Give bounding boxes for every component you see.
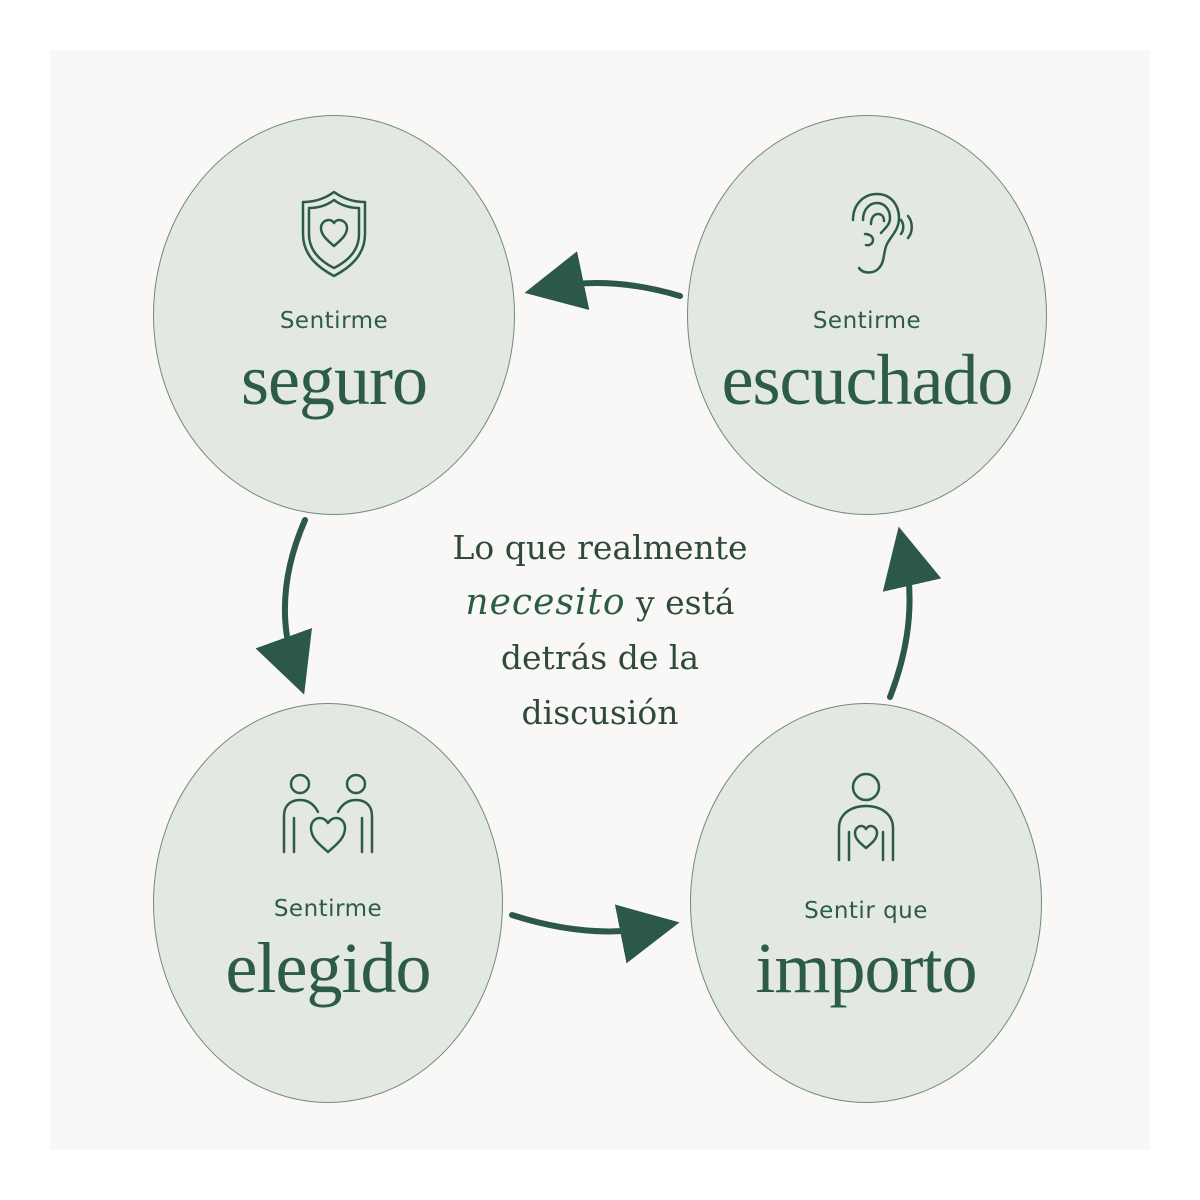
node-seguro-big-text: seguro bbox=[241, 340, 428, 420]
node-importo: Sentir que importo bbox=[690, 703, 1042, 1103]
node-elegido-big-text: elegido bbox=[225, 928, 432, 1008]
node-escuchado-small-text: Sentirme bbox=[812, 308, 922, 334]
arrow-seguro-to-elegido bbox=[255, 517, 313, 695]
arrow-elegido-to-importo bbox=[509, 904, 680, 964]
arrow-importo-to-escuchado bbox=[882, 526, 942, 700]
node-elegido: Sentirme elegido bbox=[153, 703, 503, 1103]
center-caption: Lo que realmente necesito y está detrás … bbox=[400, 520, 800, 740]
center-line-2: necesito y está bbox=[400, 575, 800, 630]
center-line-2-rest: y está bbox=[636, 583, 735, 622]
two-people-heart-icon bbox=[278, 772, 378, 861]
node-seguro-small-text: Sentirme bbox=[279, 308, 389, 334]
center-line-3: detrás de la bbox=[500, 638, 700, 677]
node-importo-small-text: Sentir que bbox=[804, 898, 928, 924]
node-importo-big-text: importo bbox=[755, 928, 978, 1008]
shield-heart-icon bbox=[299, 188, 369, 285]
node-elegido-small-text: Sentirme bbox=[273, 896, 383, 922]
node-escuchado-big-text: escuchado bbox=[721, 340, 1014, 420]
node-escuchado: Sentirme escuchado bbox=[687, 115, 1047, 515]
arrow-escuchado-to-seguro bbox=[524, 251, 683, 310]
center-line-4: discusión bbox=[521, 693, 679, 732]
person-heart-icon bbox=[835, 772, 897, 869]
center-line-1: Lo que realmente bbox=[452, 528, 748, 567]
node-seguro: Sentirme seguro bbox=[153, 115, 515, 515]
ear-sound-icon bbox=[843, 190, 915, 283]
center-emphasis-word: necesito bbox=[465, 582, 626, 623]
